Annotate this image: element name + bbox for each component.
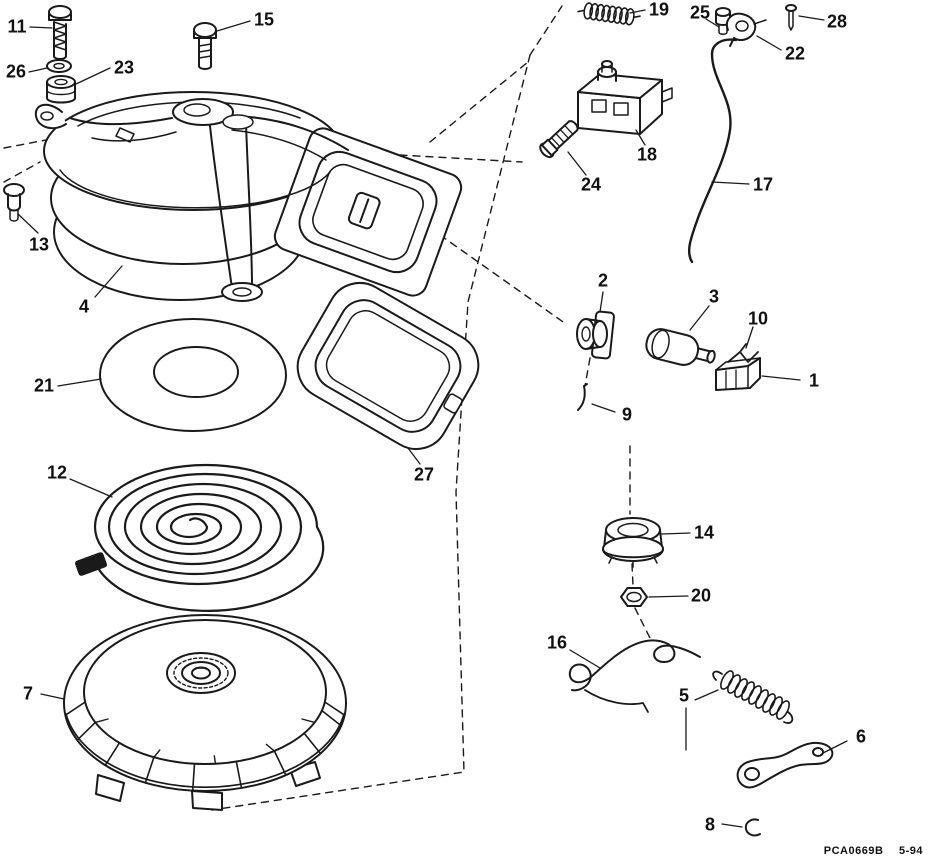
callout-17: 17 <box>752 174 774 195</box>
part-15-bolt <box>193 22 217 70</box>
callout-18: 18 <box>636 144 658 165</box>
callout-19: 19 <box>648 0 670 20</box>
part-1-block <box>715 357 761 391</box>
callout-27: 27 <box>413 464 435 485</box>
callout-11: 11 <box>7 16 27 37</box>
callout-6: 6 <box>855 726 867 747</box>
leader-lines <box>17 9 848 828</box>
callout-22: 22 <box>784 43 806 64</box>
callout-1: 1 <box>808 370 820 391</box>
callout-20: 20 <box>690 585 712 606</box>
part-8-clip <box>744 818 761 837</box>
callout-21: 21 <box>33 375 55 396</box>
part-18-switch <box>577 60 673 135</box>
callout-28: 28 <box>826 11 848 32</box>
part-6-lever <box>736 741 834 789</box>
pulley-face-ribs <box>94 718 316 765</box>
part-17-link-rod <box>687 38 738 264</box>
part-14-cup <box>602 517 664 568</box>
dashed-guides <box>3 5 651 811</box>
part-10-clip <box>727 343 759 363</box>
drawing-date: 5-94 <box>898 845 923 857</box>
part-3-plunger <box>645 328 716 366</box>
callout-7: 7 <box>22 683 34 704</box>
part-13-screw <box>3 183 25 222</box>
part-28-screw <box>785 4 797 31</box>
callout-3: 3 <box>708 286 720 307</box>
callout-10: 10 <box>747 308 769 329</box>
part-2-spool <box>576 310 615 360</box>
part-19-spring <box>577 2 641 26</box>
callout-23: 23 <box>113 57 135 78</box>
part-16-spring-wire <box>568 639 701 713</box>
callout-15: 15 <box>253 9 275 30</box>
callout-25: 25 <box>689 2 711 23</box>
part-9-pin <box>577 383 588 411</box>
part-5-spring <box>712 670 794 724</box>
part-23-bushing <box>46 75 76 104</box>
housing-bracket <box>273 127 463 297</box>
part-20-nut <box>620 587 648 607</box>
callout-24: 24 <box>580 174 602 195</box>
callout-16: 16 <box>546 632 568 653</box>
part-27-frame <box>296 282 480 450</box>
callout-8: 8 <box>704 814 716 835</box>
part-26-washer <box>46 59 72 73</box>
callout-13: 13 <box>28 234 50 255</box>
part-12-recoil-spring <box>75 463 325 612</box>
part-4-housing <box>34 91 463 302</box>
part-22-retainer <box>726 12 767 47</box>
callout-4: 4 <box>78 296 90 317</box>
callout-26: 26 <box>5 61 27 82</box>
pulley-rim-notches <box>64 701 346 792</box>
part-7-pulley <box>63 614 347 811</box>
callout-5: 5 <box>678 685 690 706</box>
callout-12: 12 <box>46 462 68 483</box>
drawing-code: PCA0669B <box>823 845 884 857</box>
callout-2: 2 <box>597 270 609 291</box>
drawing-number: PCA0669B 5-94 <box>812 845 923 857</box>
callout-14: 14 <box>693 522 715 543</box>
callout-9: 9 <box>621 404 633 425</box>
part-24-bolt <box>539 120 579 159</box>
part-21-washer-disc <box>99 318 287 432</box>
part-11-screw <box>48 5 72 60</box>
